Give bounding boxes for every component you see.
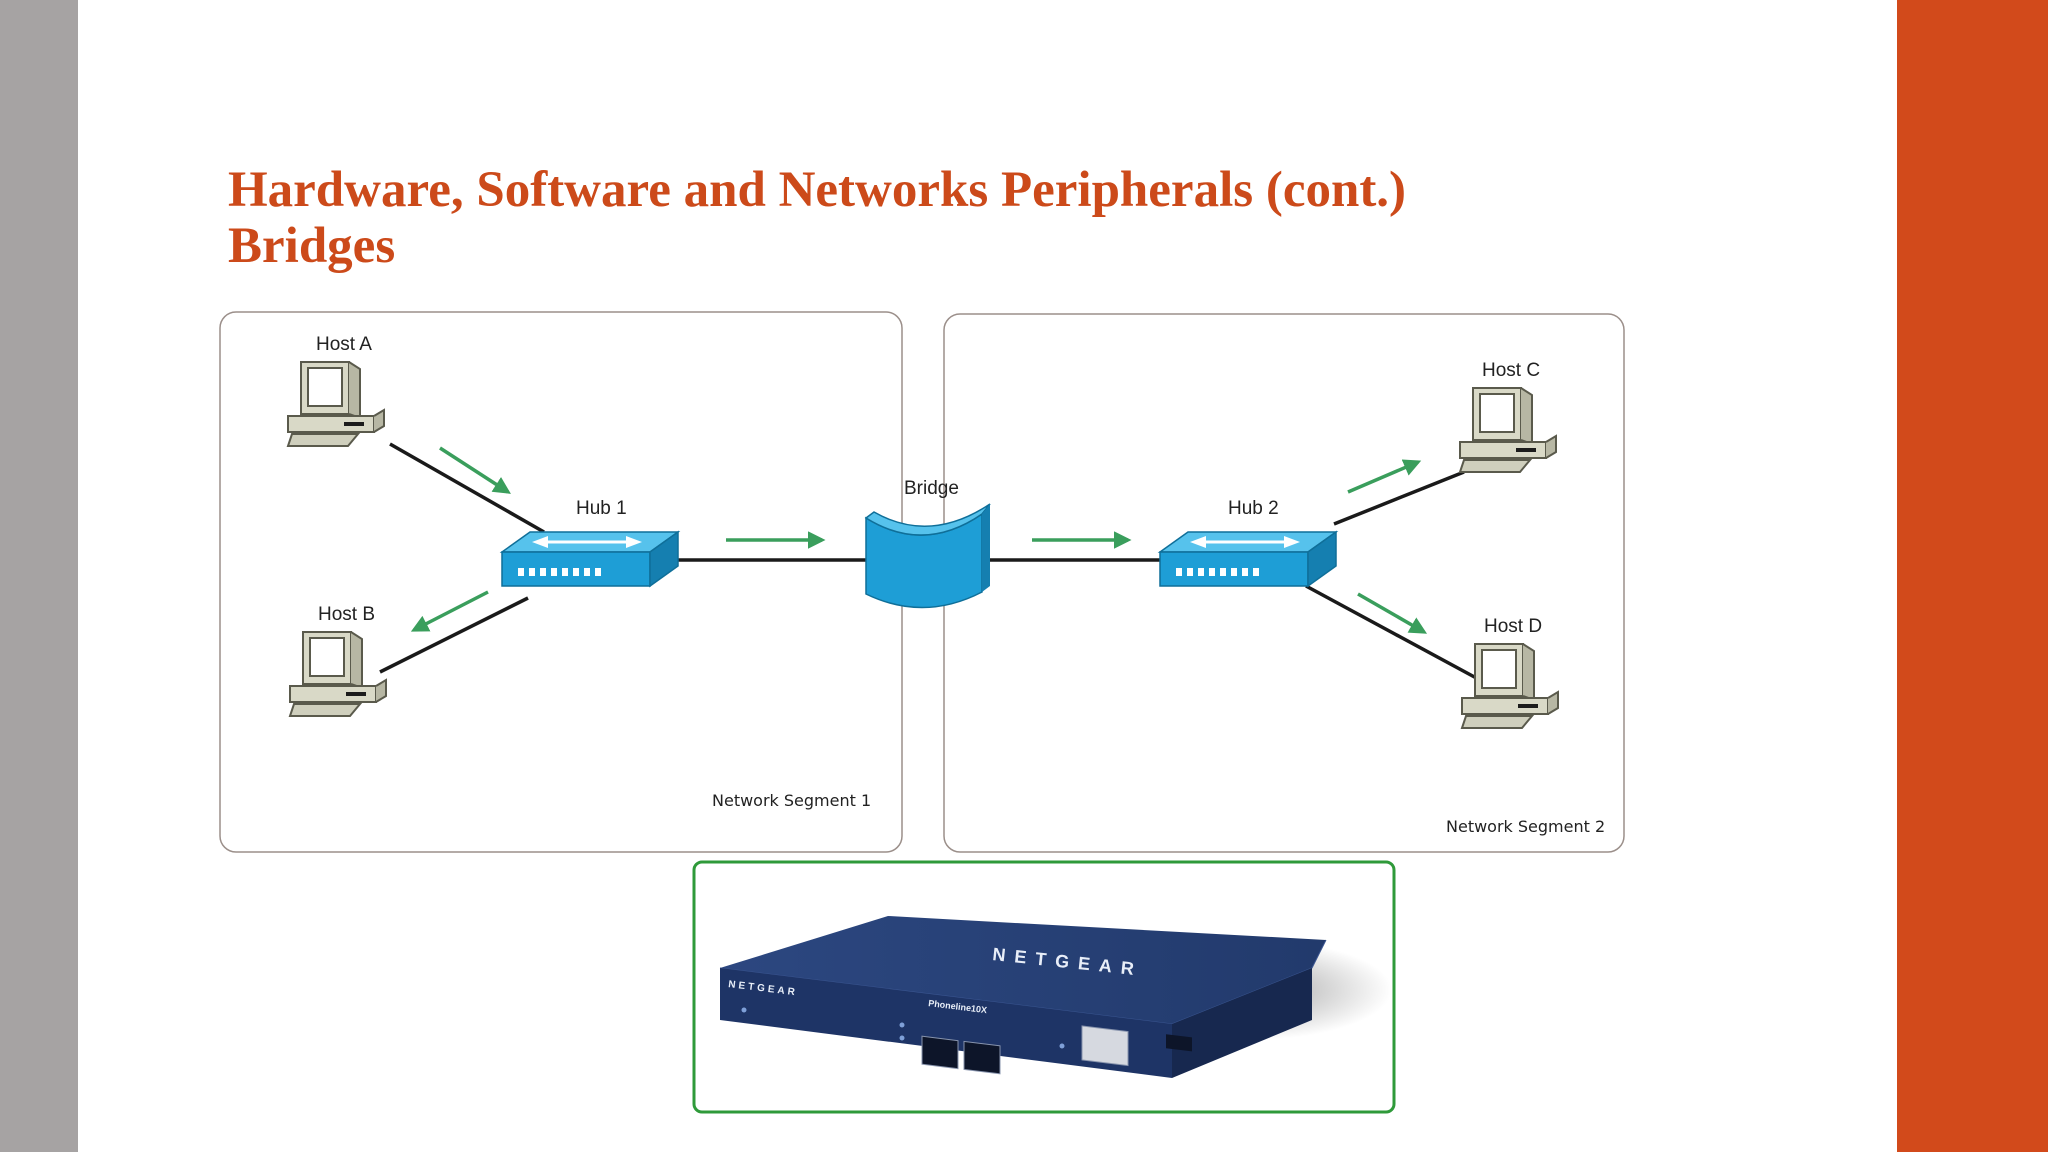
netgear-bridge-photo: NETGEAR NETGEAR Phoneline10X (692, 860, 1396, 1114)
host-b-computer-icon (289, 631, 387, 717)
slide-title: Hardware, Software and Networks Peripher… (228, 162, 1406, 274)
title-line-2: Bridges (228, 218, 396, 274)
segment-1-label: Network Segment 1 (712, 791, 871, 810)
phone-ports (921, 1035, 1001, 1075)
hub-1-icon (500, 530, 680, 588)
host-c-computer-icon (1459, 387, 1557, 473)
bridge-icon (864, 503, 991, 609)
hub-2-label: Hub 2 (1228, 498, 1279, 519)
host-a-label: Host A (316, 334, 372, 355)
host-b-label: Host B (318, 604, 375, 625)
title-line-1: Hardware, Software and Networks Peripher… (228, 162, 1407, 218)
right-accent-bar (1897, 0, 2048, 1152)
host-c-label: Host C (1482, 360, 1540, 381)
hub-1-label: Hub 1 (576, 498, 627, 519)
ethernet-port (1081, 1025, 1129, 1067)
host-a-computer-icon (287, 361, 385, 447)
left-sidebar-bar (0, 0, 78, 1152)
segment-2-label: Network Segment 2 (1446, 817, 1605, 836)
connection-lines (379, 442, 1481, 682)
flow-arrows (410, 446, 1428, 634)
bridge-network-diagram: Host A Host B Host C Host D Hub 1 Hub 2 … (219, 311, 1625, 853)
host-d-label: Host D (1484, 616, 1542, 637)
uplink-switch (1166, 1034, 1192, 1052)
hub-2-icon (1158, 530, 1338, 588)
bridge-label: Bridge (904, 478, 959, 499)
host-d-computer-icon (1461, 643, 1559, 729)
status-leds (741, 1007, 1065, 1049)
